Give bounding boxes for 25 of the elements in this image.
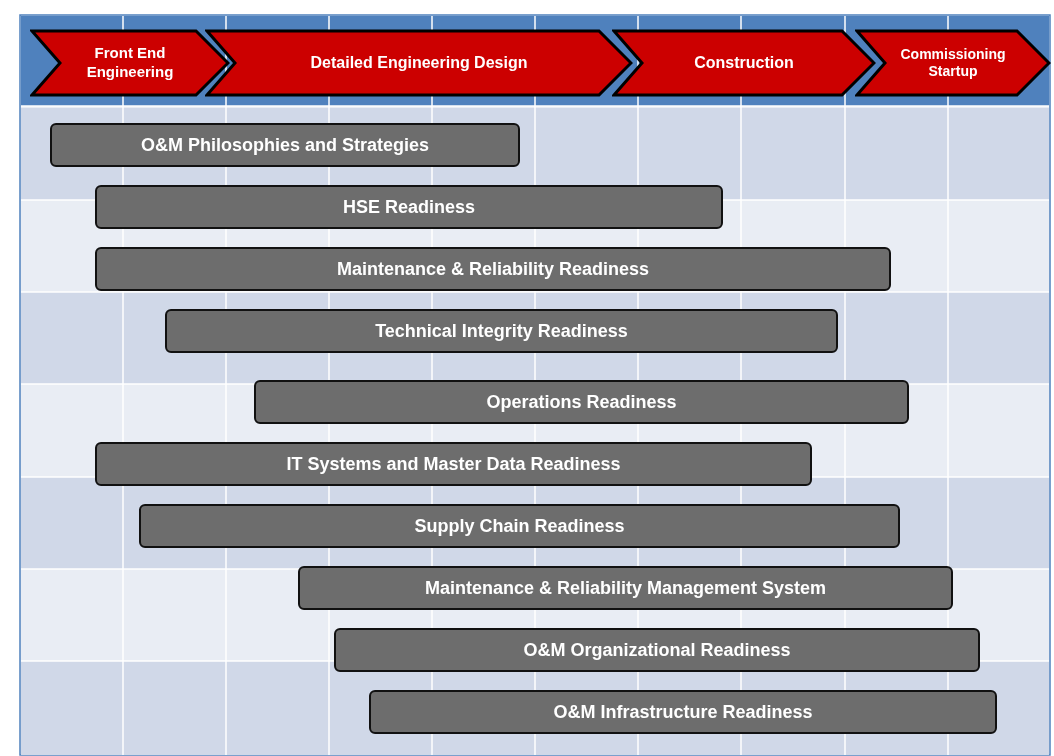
readiness-bar <box>139 504 900 548</box>
bar-label: O&M Philosophies and Strategies <box>140 134 430 156</box>
phase-label: Construction <box>693 53 795 73</box>
readiness-bar <box>298 566 953 610</box>
readiness-bar <box>254 380 909 424</box>
phase-label: Detailed Engineering Design <box>309 53 529 73</box>
phase-header <box>612 29 876 97</box>
phase-label: Commissioning Startup <box>899 45 1007 81</box>
bar-label: IT Systems and Master Data Readiness <box>286 453 621 475</box>
bar-label: Supply Chain Readiness <box>414 515 625 537</box>
bar-label: Maintenance & Reliability Management System <box>424 577 827 599</box>
bar-label: Operations Readiness <box>486 391 677 413</box>
bar-label: Maintenance & Reliability Readiness <box>336 258 650 280</box>
bar-label: Technical Integrity Readiness <box>375 320 628 342</box>
readiness-bar <box>95 247 891 291</box>
readiness-bar <box>95 185 723 229</box>
phase-label: Front End Engineering <box>85 44 175 82</box>
readiness-bar <box>50 123 520 167</box>
readiness-bar <box>369 690 997 734</box>
readiness-bar <box>334 628 980 672</box>
bar-label: O&M Infrastructure Readiness <box>553 701 813 723</box>
readiness-bar <box>165 309 838 353</box>
readiness-bar <box>95 442 812 486</box>
bar-label: O&M Organizational Readiness <box>523 639 791 661</box>
bar-label: HSE Readiness <box>342 196 476 218</box>
